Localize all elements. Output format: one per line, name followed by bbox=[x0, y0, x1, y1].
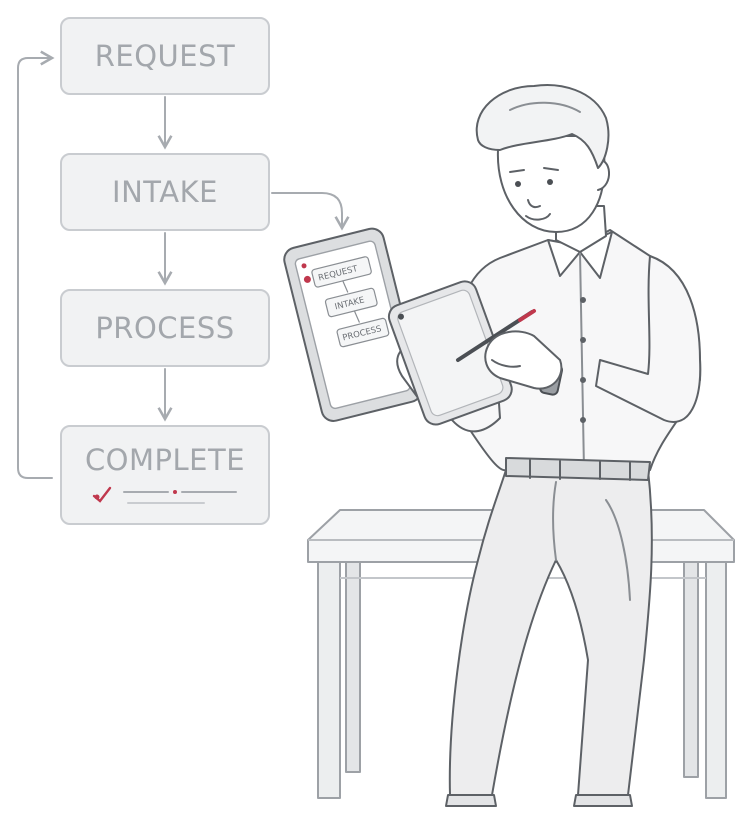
person-illustration bbox=[445, 84, 702, 807]
step-label-intake: INTAKE bbox=[112, 175, 218, 209]
table-leg-left-front bbox=[317, 561, 341, 799]
hair bbox=[475, 84, 610, 169]
accent-dot-icon bbox=[94, 494, 100, 500]
step-box-request: REQUEST bbox=[60, 17, 270, 95]
tablet-accent-dot bbox=[303, 275, 311, 283]
tablet-back bbox=[283, 227, 423, 422]
tablet-front bbox=[387, 280, 513, 426]
eye-left-icon bbox=[515, 181, 521, 187]
belt bbox=[505, 457, 651, 481]
table-leg-right-back bbox=[683, 561, 699, 778]
hand-right bbox=[456, 309, 563, 390]
tablet-camera-dot bbox=[301, 263, 307, 269]
front-tablet-camera-icon bbox=[397, 313, 404, 320]
step-box-complete: COMPLETE bbox=[60, 425, 270, 525]
step-box-intake: INTAKE bbox=[60, 153, 270, 231]
complete-box-details bbox=[92, 486, 237, 504]
loop-arrow-left bbox=[17, 50, 55, 479]
step-box-process: PROCESS bbox=[60, 289, 270, 367]
arm-right bbox=[595, 255, 702, 423]
step-label-request: REQUEST bbox=[94, 39, 236, 73]
step-label-complete: COMPLETE bbox=[84, 443, 246, 477]
flow-connectors bbox=[17, 50, 350, 479]
pants bbox=[448, 469, 653, 796]
step-label-process: PROCESS bbox=[95, 311, 235, 345]
complete-dot-icon bbox=[173, 490, 177, 494]
table-leg-left-back bbox=[345, 561, 361, 773]
tablet-mini-flow bbox=[311, 256, 390, 348]
eye-right-icon bbox=[547, 179, 553, 185]
table-leg-right-front bbox=[705, 561, 727, 799]
arrow-intake-to-tablet bbox=[271, 192, 350, 231]
